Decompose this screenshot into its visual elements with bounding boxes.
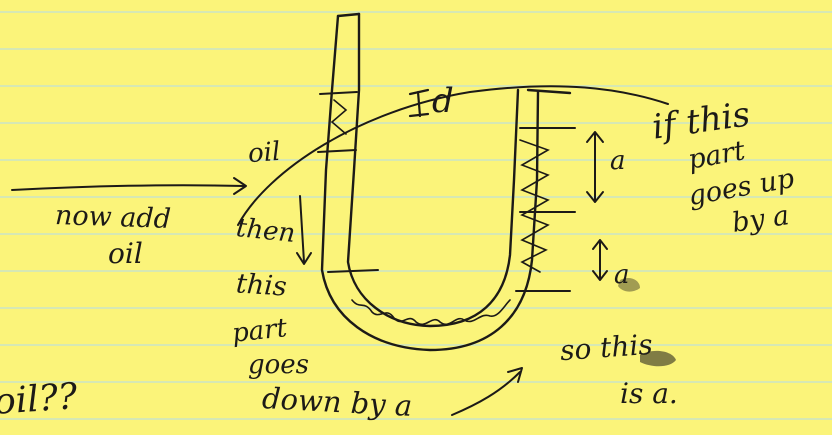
- oil-top-label: oil: [247, 139, 281, 167]
- then-label: then: [235, 215, 297, 247]
- a-lower-double-arrow: [593, 240, 607, 280]
- so-this-label: so this: [559, 331, 653, 365]
- this-left-label: this: [235, 270, 287, 300]
- left-tube-hatching: [332, 100, 346, 134]
- a-upper-label: a: [610, 148, 626, 174]
- part-left-label: part: [231, 315, 288, 347]
- oil-question-label: oil??: [0, 379, 78, 421]
- is-a-label: is a.: [620, 380, 678, 408]
- a-upper-double-arrow: [587, 132, 603, 202]
- a-lower-label: a: [614, 262, 630, 288]
- left-tube-top: [338, 14, 359, 16]
- now-add-oil-arrow: [12, 185, 244, 190]
- so-this-arrow: [452, 372, 520, 415]
- d-bracket-mark: [410, 90, 428, 116]
- by-a-label: by a: [730, 202, 790, 237]
- left-oil-interface: [318, 150, 356, 152]
- d-label: d: [432, 84, 454, 118]
- u-tube-outer-wall: [322, 16, 538, 350]
- oil-left-label: oil: [108, 240, 143, 268]
- then-down-arrow: [300, 196, 304, 262]
- left-oil-top-level: [320, 92, 357, 94]
- now-add-label: now add: [55, 202, 172, 233]
- d-marker: [410, 90, 428, 116]
- u-tube-inner-wall: [348, 14, 518, 326]
- down-by-a-label: down by a: [261, 384, 413, 421]
- right-tube-top: [528, 90, 570, 93]
- u-tube-drawing: [322, 14, 570, 350]
- goes-label: goes: [248, 352, 309, 378]
- bottom-hatching: [352, 300, 510, 324]
